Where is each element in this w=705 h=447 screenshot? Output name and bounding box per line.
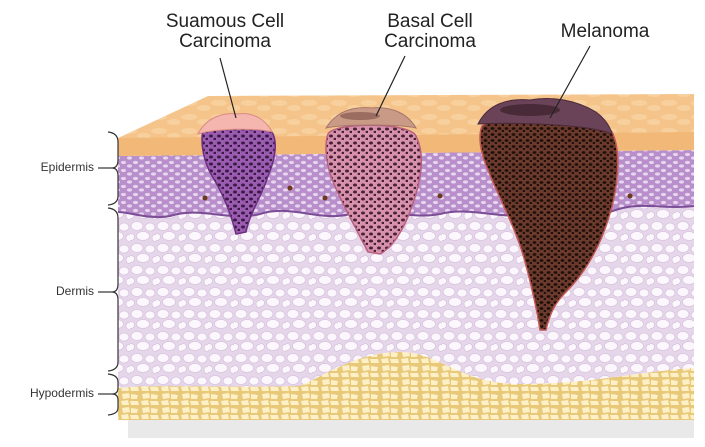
- epidermis-label: Epidermis: [4, 161, 94, 174]
- basal-label-line2: Carcinoma: [360, 32, 500, 52]
- dermis-label: Dermis: [4, 285, 94, 298]
- squamous-label: Suamous Cell Carcinoma: [150, 12, 300, 52]
- basal-label-line1: Basal Cell: [360, 12, 500, 32]
- melanoma-label-line1: Melanoma: [545, 22, 665, 42]
- dermis-bracket: [108, 208, 118, 371]
- basal-bump-highlight: [340, 112, 380, 120]
- squamous-label-line2: Carcinoma: [150, 32, 300, 52]
- melanocyte: [203, 196, 208, 201]
- squamous-label-line1: Suamous Cell: [150, 12, 300, 32]
- melanocyte: [288, 186, 293, 191]
- melanocyte: [438, 194, 443, 199]
- base-shadow: [128, 420, 694, 438]
- basal-label: Basal Cell Carcinoma: [360, 12, 500, 52]
- melanoma-lesion-core: [500, 104, 560, 116]
- hypodermis-label: Hypodermis: [4, 387, 94, 400]
- melanocyte: [628, 194, 633, 199]
- melanoma-label: Melanoma: [545, 22, 665, 42]
- melanocyte: [323, 196, 328, 201]
